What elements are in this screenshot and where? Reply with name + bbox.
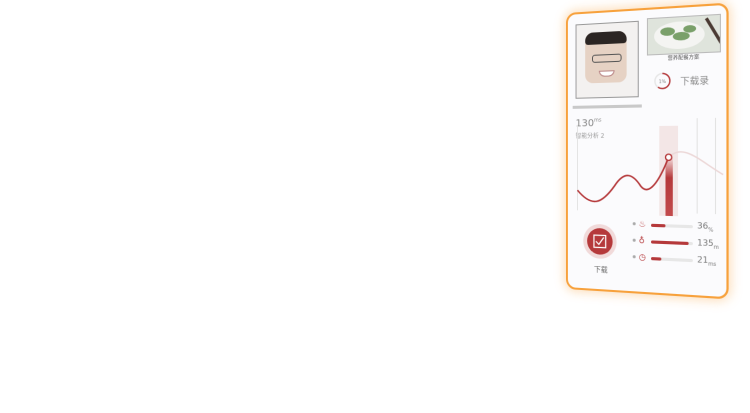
stat-row: ◷ 21ms <box>632 252 726 269</box>
food-caption: 营养配餐方案 <box>667 54 700 62</box>
bullet-dot <box>632 238 636 242</box>
stat-value: 21ms <box>697 255 716 268</box>
stat-track <box>651 257 693 263</box>
stat-unit: m <box>713 244 719 252</box>
wave-line <box>577 157 668 203</box>
stat-fill <box>651 240 689 246</box>
bullet-dot <box>632 222 636 226</box>
download-icon <box>587 228 613 255</box>
food-image <box>646 13 721 56</box>
feature-card: 营养配餐方案 1% 下载录 130ms 智能分析 2 下载 <box>566 2 729 300</box>
stat-value: 36% <box>697 221 713 234</box>
profile-photo <box>572 20 642 109</box>
flame-icon: ♨ <box>638 219 647 229</box>
stat-row: ♁ 135m <box>632 235 726 252</box>
stats-list: ♨ 36% ♁ 135m ◷ 21ms <box>568 5 727 268</box>
download-label: 下载 <box>593 265 608 275</box>
progress-ring: 1% <box>653 71 672 90</box>
stat-fill <box>651 257 662 261</box>
bullet-dot <box>632 255 636 259</box>
stat-track <box>651 240 693 246</box>
bottle-icon: ♁ <box>638 235 645 246</box>
ring-label: 下载录 <box>680 76 710 88</box>
person-face <box>585 30 627 84</box>
stat-unit: % <box>708 227 714 234</box>
stat-number: 36 <box>697 221 709 231</box>
stat-value: 135m <box>697 238 719 251</box>
stat-fill <box>651 223 666 228</box>
stat-track <box>651 223 693 229</box>
photo-caption-line <box>572 104 642 109</box>
wave-marker <box>665 154 671 160</box>
stat-number: 135 <box>697 237 714 249</box>
highlight-bar <box>665 157 673 217</box>
ring-value: 1% <box>659 78 666 85</box>
wave-chart <box>568 112 727 217</box>
clock-icon: ◷ <box>638 252 646 262</box>
stat-row: ♨ 36% <box>632 219 726 235</box>
stat-unit: ms <box>708 261 717 269</box>
stat-number: 21 <box>697 254 709 266</box>
download-button[interactable] <box>587 227 613 256</box>
